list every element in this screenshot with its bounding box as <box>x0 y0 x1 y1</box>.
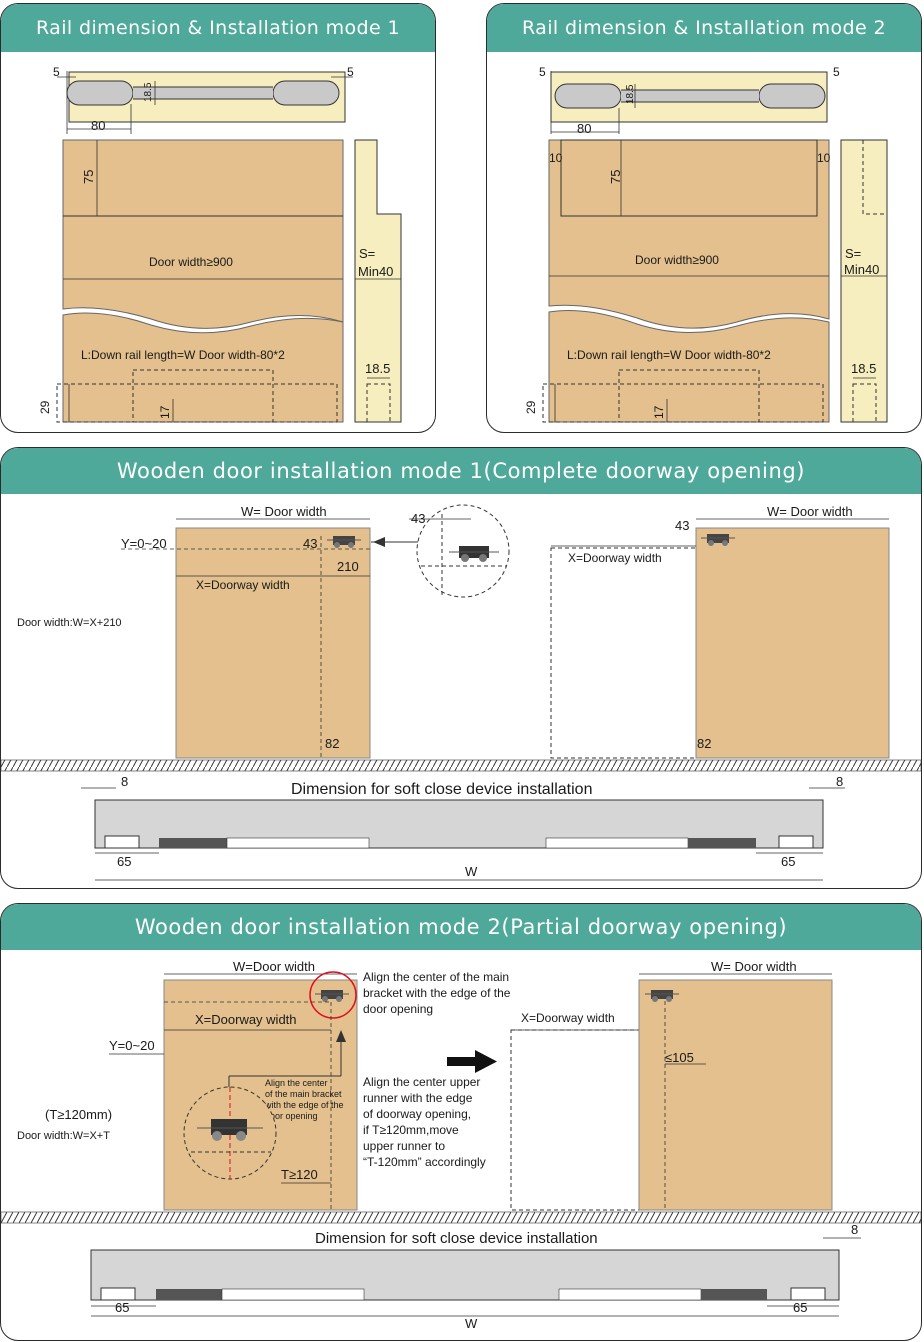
svg-text:Door width≥900: Door width≥900 <box>149 255 233 269</box>
svg-text:X=Doorway width: X=Doorway width <box>568 551 662 565</box>
runner-icon <box>327 536 361 548</box>
svg-text:17: 17 <box>652 405 666 419</box>
right-arrow-icon <box>447 1050 497 1073</box>
svg-text:18.5: 18.5 <box>143 82 154 102</box>
svg-text:of doorway opening,: of doorway opening, <box>363 1107 471 1121</box>
svg-text:18.5: 18.5 <box>851 361 876 376</box>
runner-icon <box>645 990 679 1002</box>
svg-text:17: 17 <box>158 405 172 419</box>
svg-text:65: 65 <box>793 1300 807 1315</box>
svg-text:Align the center of the main: Align the center of the main <box>363 970 509 984</box>
panel-title: Rail dimension & Installation mode 1 <box>1 4 435 52</box>
svg-text:5: 5 <box>347 65 354 79</box>
svg-text:L:Down rail length=W Door widt: L:Down rail length=W Door width-80*2 <box>81 348 285 362</box>
runner-icon <box>701 534 735 546</box>
svg-text:75: 75 <box>81 170 96 184</box>
svg-text:Dimension for soft close devic: Dimension for soft close device installa… <box>315 1230 598 1247</box>
svg-text:door opening: door opening <box>363 1002 433 1016</box>
svg-text:65: 65 <box>117 854 131 869</box>
svg-text:of the main bracket: of the main bracket <box>265 1089 342 1099</box>
panel-title: Wooden door installation mode 2(Partial … <box>1 904 921 950</box>
svg-text:Min40: Min40 <box>844 262 879 277</box>
svg-text:43: 43 <box>303 536 317 551</box>
svg-text:65: 65 <box>781 854 795 869</box>
svg-text:X=Doorway width: X=Doorway width <box>196 578 290 592</box>
svg-text:5: 5 <box>833 65 840 79</box>
svg-text:8: 8 <box>836 774 843 789</box>
svg-text:Door width≥900: Door width≥900 <box>635 253 719 267</box>
svg-text:≤105: ≤105 <box>665 1050 694 1065</box>
panel-title: Rail dimension & Installation mode 2 <box>487 4 921 52</box>
rail-mode-1-drawing: 5 5 18.5 80 75 Door width≥900 L:Down rai… <box>38 65 402 423</box>
svg-text:Dimension for soft close devic: Dimension for soft close device installa… <box>291 781 592 798</box>
svg-text:if T≥120mm,move: if T≥120mm,move <box>363 1123 459 1137</box>
install-mode-1-drawing: W= Door width Y=0~20 43 210 X=Doorway wi… <box>1 504 921 881</box>
svg-text:82: 82 <box>325 736 339 751</box>
svg-text:75: 75 <box>608 170 623 184</box>
svg-text:10: 10 <box>549 151 563 165</box>
svg-text:8: 8 <box>121 774 128 789</box>
svg-text:W=Door width: W=Door width <box>233 959 315 974</box>
panel-title: Wooden door installation mode 1(Complete… <box>1 448 921 494</box>
svg-text:W: W <box>465 864 478 879</box>
svg-text:43: 43 <box>675 518 689 533</box>
svg-text:X=Doorway width: X=Doorway width <box>521 1011 615 1025</box>
runner-icon <box>315 990 349 1002</box>
svg-text:80: 80 <box>91 118 105 133</box>
svg-text:upper runner to: upper runner to <box>363 1139 445 1153</box>
svg-text:10: 10 <box>817 151 831 165</box>
svg-text:door opening: door opening <box>265 1111 318 1121</box>
svg-text:8: 8 <box>851 1222 858 1237</box>
svg-text:W: W <box>465 1316 478 1331</box>
svg-text:Align the center upper: Align the center upper <box>363 1075 480 1089</box>
svg-text:X=Doorway width: X=Doorway width <box>195 1012 297 1027</box>
svg-text:runner with the edge: runner with the edge <box>363 1091 473 1105</box>
svg-text:29: 29 <box>38 400 52 414</box>
svg-text:65: 65 <box>115 1300 129 1315</box>
svg-text:210: 210 <box>337 559 359 574</box>
svg-text:5: 5 <box>53 65 60 79</box>
svg-text:82: 82 <box>697 736 711 751</box>
svg-text:5: 5 <box>539 65 546 79</box>
svg-text:W= Door width: W= Door width <box>241 504 327 519</box>
svg-text:W= Door width: W= Door width <box>767 504 853 519</box>
svg-text:“T-120mm” accordingly: “T-120mm” accordingly <box>363 1155 486 1169</box>
svg-text:with the edge of the: with the edge of the <box>264 1100 344 1110</box>
install-mode-2-drawing: W=Door width Align the center of the mai… <box>1 959 921 1331</box>
svg-text:80: 80 <box>577 121 591 136</box>
svg-text:(T≥120mm): (T≥120mm) <box>45 1107 112 1122</box>
svg-text:18.5: 18.5 <box>365 361 390 376</box>
svg-text:18.5: 18.5 <box>625 84 636 104</box>
svg-text:Y=0~20: Y=0~20 <box>109 1038 155 1053</box>
panel-install-mode-2: Wooden door installation mode 2(Partial … <box>0 903 922 1341</box>
svg-text:Door width:W=X+210: Door width:W=X+210 <box>17 617 122 629</box>
svg-text:29: 29 <box>524 400 538 414</box>
svg-text:bracket with the edge of the: bracket with the edge of the <box>363 986 511 1000</box>
panel-install-mode-1: Wooden door installation mode 1(Complete… <box>0 447 922 889</box>
svg-text:W= Door width: W= Door width <box>711 959 797 974</box>
svg-text:S=: S= <box>845 246 861 261</box>
rail-mode-2-drawing: 5 5 18.5 80 75 10 10 Door width≥900 L:Do… <box>524 65 888 423</box>
runner-icon <box>449 546 499 562</box>
svg-text:T≥120: T≥120 <box>281 1167 318 1182</box>
svg-text:Y=0~20: Y=0~20 <box>121 536 167 551</box>
svg-text:Door width:W=X+T: Door width:W=X+T <box>17 1130 110 1142</box>
svg-text:Min40: Min40 <box>358 264 393 279</box>
svg-text:S=: S= <box>359 246 375 261</box>
runner-icon <box>197 1119 263 1141</box>
panel-rail-mode-1: Rail dimension & Installation mode 1 5 5… <box>0 3 436 433</box>
svg-text:L:Down rail length=W Door widt: L:Down rail length=W Door width-80*2 <box>567 348 771 362</box>
svg-text:Align the center: Align the center <box>265 1078 328 1088</box>
svg-text:43: 43 <box>411 511 425 526</box>
panel-rail-mode-2: Rail dimension & Installation mode 2 5 5… <box>486 3 922 433</box>
